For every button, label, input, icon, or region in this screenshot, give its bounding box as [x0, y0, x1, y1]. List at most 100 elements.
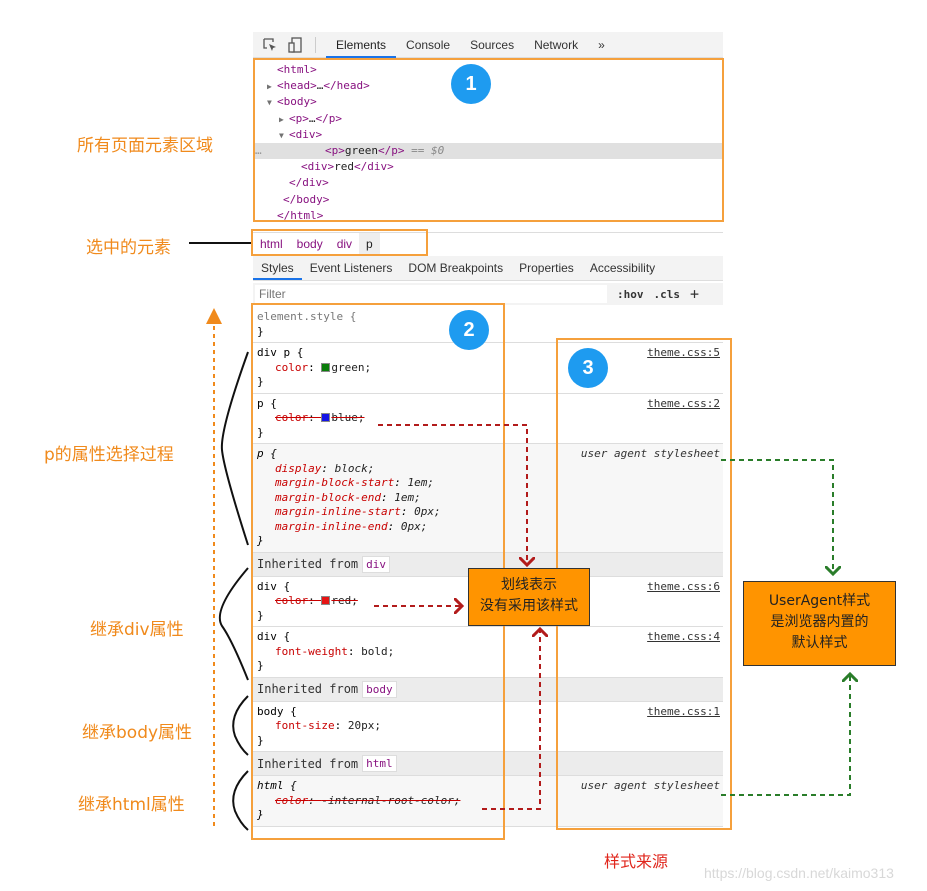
dom-node[interactable]: ▶<head>…</head>	[253, 78, 723, 94]
stylesheet-link[interactable]: theme.css:1	[647, 704, 720, 718]
strike-note-line2: 没有采用该样式	[480, 598, 578, 614]
dom-node[interactable]: ▶<p>…</p>	[253, 111, 723, 127]
dom-node[interactable]: ▼<body>	[253, 94, 723, 110]
rule-selector[interactable]: element.style {	[257, 310, 357, 323]
rule-selector[interactable]: p {	[257, 447, 277, 460]
tab-sources[interactable]: Sources	[470, 37, 515, 52]
rule-selector[interactable]: div {	[257, 630, 291, 643]
inherited-label: Inherited from	[257, 756, 359, 771]
css-declaration[interactable]: margin-block-end: 1em;	[257, 491, 719, 506]
expand-toggle-icon[interactable]: ▼	[267, 98, 272, 108]
expand-toggle-icon[interactable]: ▶	[267, 82, 272, 92]
dom-node[interactable]: </div>	[253, 175, 723, 191]
tab-elements[interactable]: Elements	[326, 32, 397, 58]
css-declaration[interactable]: font-size: 20px;	[257, 719, 719, 734]
active-declaration: margin-block-start: 1em;	[275, 476, 434, 489]
watermark: https://blog.csdn.net/kaimo313	[704, 865, 894, 881]
active-declaration: font-weight: bold;	[275, 645, 394, 658]
color-swatch[interactable]	[321, 413, 331, 422]
tab-console[interactable]: Console	[406, 37, 451, 52]
brace-html	[232, 770, 249, 831]
strike-note-line1: 划线表示	[501, 577, 557, 593]
css-declaration[interactable]: font-weight: bold;	[257, 645, 719, 660]
breadcrumb-html[interactable]: html	[260, 236, 283, 251]
rule-close: }	[257, 808, 264, 821]
css-property: color	[275, 360, 309, 374]
dom-token: >	[335, 111, 342, 125]
css-declaration[interactable]: color: green;	[257, 361, 719, 376]
expand-toggle-icon[interactable]: ▶	[279, 114, 284, 124]
subtab-styles[interactable]: Styles	[253, 256, 302, 280]
arrow-blue-struck	[378, 424, 527, 565]
dom-token: <	[289, 127, 296, 141]
css-declaration[interactable]: color: -internal-root-color;	[257, 794, 719, 809]
color-swatch[interactable]	[321, 596, 331, 605]
css-value: 0px;	[400, 519, 428, 533]
rule-selector[interactable]: p {	[257, 396, 277, 410]
active-declaration: display: block;	[275, 462, 374, 475]
dom-node[interactable]: </html>	[253, 208, 723, 224]
dom-node[interactable]: ▼<div>	[253, 127, 723, 143]
css-declaration[interactable]: color: blue;	[257, 411, 719, 426]
subtab-accessibility[interactable]: Accessibility	[589, 261, 656, 275]
css-declaration[interactable]: color: red;	[257, 594, 719, 609]
tab-network[interactable]: Network	[534, 37, 579, 52]
css-value: -internal-root-color;	[321, 793, 461, 807]
dom-node[interactable]: </body>	[253, 192, 723, 208]
step-badge-3: 3	[568, 348, 608, 388]
breadcrumb-body[interactable]: body	[296, 236, 323, 251]
rule-selector[interactable]: html {	[257, 779, 297, 792]
stylesheet-link[interactable]: theme.css:5	[647, 346, 720, 359]
subtab-properties[interactable]: Properties	[519, 261, 574, 275]
inherited-from-chip[interactable]: div	[362, 555, 391, 573]
dom-token: </	[354, 160, 368, 174]
dom-token: …	[316, 79, 324, 93]
filter-input[interactable]	[255, 285, 607, 303]
css-declaration[interactable]: margin-inline-end: 0px;	[257, 520, 719, 535]
css-declaration[interactable]: display: block;	[257, 462, 719, 477]
useragent-note: UserAgent样式 是浏览器内置的 默认样式	[743, 581, 896, 666]
stylesheet-link[interactable]: theme.css:2	[647, 396, 720, 410]
subtab-event-listeners[interactable]: Event Listeners	[309, 261, 393, 275]
breadcrumb: html body div p	[253, 232, 723, 255]
expand-toggle-icon[interactable]: ▼	[279, 130, 284, 140]
stylesheet-link[interactable]: theme.css:4	[647, 630, 720, 643]
inherited-from-chip[interactable]: body	[362, 680, 397, 698]
dom-node[interactable]: <div>red</div>	[253, 159, 723, 175]
rule-selector[interactable]: body {	[257, 704, 297, 718]
dom-token: <	[301, 160, 308, 174]
dom-node[interactable]: <html>	[253, 62, 723, 78]
cls-button[interactable]: .cls	[653, 287, 681, 301]
css-property: color	[275, 594, 309, 607]
dom-token: p	[295, 111, 303, 125]
active-declaration: margin-inline-start: 0px;	[275, 505, 441, 518]
css-declaration[interactable]: margin-inline-start: 0px;	[257, 505, 719, 520]
dom-token: >	[322, 192, 330, 206]
dom-token: <	[277, 95, 284, 109]
rule-close: }	[257, 659, 264, 672]
dom-token: >	[316, 208, 324, 222]
node-menu-dots[interactable]: …	[255, 143, 262, 157]
devtools-toolbar: Elements Console Sources Network »	[253, 32, 723, 58]
new-rule-button[interactable]: +	[690, 285, 700, 303]
styles-filter-bar: :hov .cls +	[253, 283, 723, 305]
hov-button[interactable]: :hov	[617, 287, 644, 301]
breadcrumb-div[interactable]: div	[336, 236, 353, 251]
more-tabs-button[interactable]: »	[598, 37, 605, 52]
rule-selector[interactable]: div p {	[257, 346, 304, 359]
dom-token: body	[296, 192, 323, 206]
subtab-dom-breakpoints[interactable]: DOM Breakpoints	[408, 261, 504, 275]
dom-token: </	[378, 143, 392, 157]
dom-token: green	[344, 143, 378, 157]
css-declaration[interactable]: margin-block-start: 1em;	[257, 476, 719, 491]
stylesheet-link[interactable]: theme.css:6	[647, 579, 720, 593]
color-swatch[interactable]	[321, 362, 331, 372]
dom-node[interactable]: …<p>green</p> == $0	[253, 142, 723, 160]
rule-selector[interactable]: div {	[257, 579, 291, 593]
breadcrumb-p[interactable]: p	[359, 232, 380, 255]
inspect-element-icon[interactable]	[262, 37, 278, 53]
device-toolbar-icon[interactable]	[287, 36, 303, 53]
inherited-from-chip[interactable]: html	[362, 755, 397, 772]
